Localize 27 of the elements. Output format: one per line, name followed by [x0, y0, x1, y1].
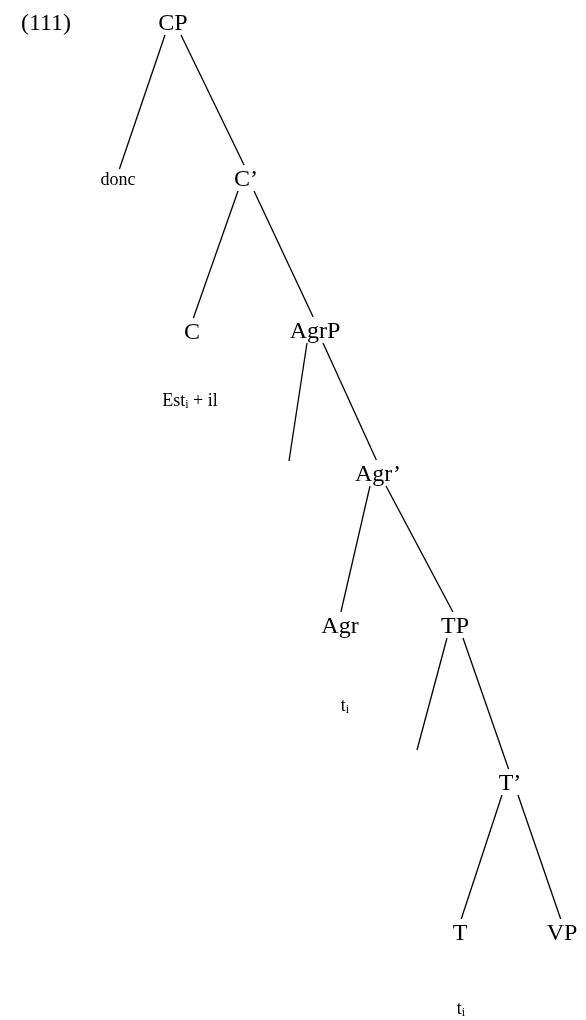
tree-node-label: CP: [158, 10, 188, 34]
tree-branch: [517, 794, 562, 920]
tree-node-label: VP: [546, 920, 578, 944]
example-number: (111): [20, 10, 72, 34]
tree-node-label: C: [184, 319, 200, 343]
tree-branch: [253, 190, 314, 318]
tree-node-label: C’: [234, 166, 258, 190]
tree-node-label: donc: [100, 170, 136, 188]
terminal-text: Est$_{i}$ + il: [162, 391, 218, 409]
tree-node-label: T’: [498, 770, 522, 794]
tree-node-label: Agr: [321, 613, 359, 637]
tree-branch: [416, 637, 448, 751]
tree-node-label: AgrP: [289, 318, 341, 342]
tree-branch: [288, 342, 308, 462]
tree-branch: [322, 342, 377, 461]
tree-branch: [180, 34, 245, 166]
tree-branch: [462, 637, 510, 770]
tree-branch: [192, 190, 239, 319]
tree-branch: [385, 485, 454, 613]
tree-branch: [460, 794, 503, 920]
tree-branch: [118, 34, 166, 170]
tree-branch: [340, 485, 371, 613]
terminal-text: t$_{i}$: [456, 999, 466, 1017]
tree-node-label: T: [452, 920, 468, 944]
terminal-text: t$_{i}$: [340, 696, 350, 714]
tree-node-label: TP: [441, 613, 469, 637]
tree-node-label: Agr’: [354, 461, 402, 485]
